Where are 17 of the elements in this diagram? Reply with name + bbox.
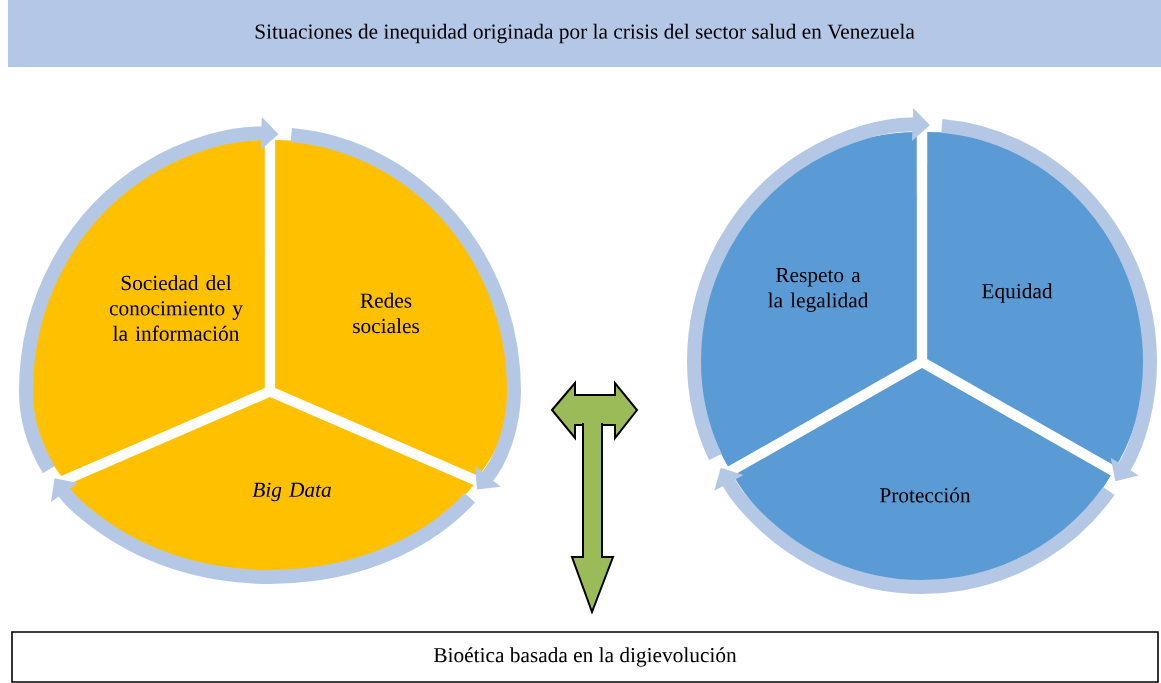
cycle-arrow xyxy=(50,478,475,584)
node-label: Respeto a la legalidad xyxy=(768,268,869,312)
node-label: Sociedad del conocimiento y la información xyxy=(109,275,243,341)
sector: Respeto a la legalidad xyxy=(698,132,917,467)
textbox: Bioética basada en la digievolución xyxy=(11,631,1159,683)
sector: Sociedad del conocimiento y la información xyxy=(29,140,265,476)
cycle-arrow xyxy=(290,128,521,490)
node-label: Big Data xyxy=(252,482,331,502)
sector: Equidad xyxy=(927,131,1146,467)
titlebanner: Situaciones de inequidad originada por la crisis del sector salud en Venezuela xyxy=(8,0,1161,67)
node-label: Equidad xyxy=(982,283,1053,303)
sector: Big Data xyxy=(66,397,474,574)
node-label: Redes sociales xyxy=(353,292,420,334)
sector: Protección xyxy=(733,368,1111,584)
sector: Redes sociales xyxy=(275,139,511,476)
node-label: Protección xyxy=(880,487,971,503)
down-arrow xyxy=(570,422,615,615)
